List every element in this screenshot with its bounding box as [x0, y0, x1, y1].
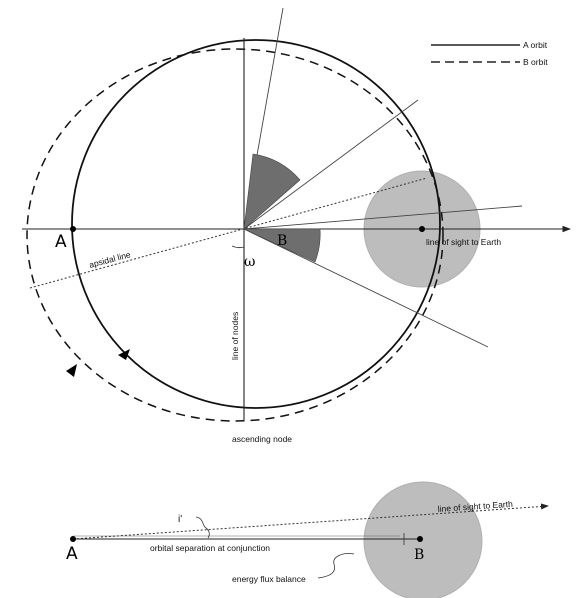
i-prime-callout — [195, 516, 210, 539]
label-line-of-sight-top: line of sight to Earth — [426, 237, 501, 247]
label-i-prime: i' — [178, 514, 182, 525]
energy-flux-callout — [317, 553, 355, 579]
line-of-sight-bottom — [72, 503, 549, 540]
point-a — [70, 226, 76, 232]
radial-line-shallow — [243, 205, 523, 230]
legend-b-orbit-label: B orbit — [523, 57, 548, 67]
orbit-b-direction-marker — [66, 364, 77, 377]
label-orbital-separation: orbital separation at conjunction — [150, 543, 270, 553]
label-b-top: B — [277, 233, 287, 249]
point-b — [419, 226, 425, 232]
angle-wedge-lower — [243, 228, 321, 263]
orbit-b — [26, 48, 444, 422]
top-diagram: A B ω apsidal line line of nodes line of… — [22, 7, 572, 444]
orbit-a — [71, 39, 441, 409]
bottom-diagram: A B i' line of sight to Earth orbital se… — [66, 481, 549, 598]
label-b-bottom: B — [414, 547, 424, 563]
orbit-a-direction-marker — [118, 349, 130, 360]
point-a-bottom — [70, 536, 76, 542]
omega-arc — [231, 245, 245, 248]
label-ascending-node: ascending node — [232, 434, 292, 444]
label-a-top: A — [55, 232, 67, 252]
label-energy-flux: energy flux balance — [232, 574, 306, 584]
star-b-disk-bottom — [363, 481, 483, 598]
label-apsidal-line: apsidal line — [88, 249, 132, 270]
legend-a-orbit-label: A orbit — [523, 40, 548, 50]
label-line-of-nodes: line of nodes — [230, 312, 240, 360]
angle-wedge-upper — [243, 153, 301, 230]
point-b-bottom — [417, 536, 423, 542]
label-omega: ω — [244, 254, 255, 270]
radial-line-upper — [243, 99, 419, 230]
apsidal-line — [29, 177, 428, 289]
radial-line-lower — [243, 228, 489, 348]
label-a-bottom: A — [66, 544, 78, 564]
legend: A orbit B orbit — [431, 40, 548, 67]
